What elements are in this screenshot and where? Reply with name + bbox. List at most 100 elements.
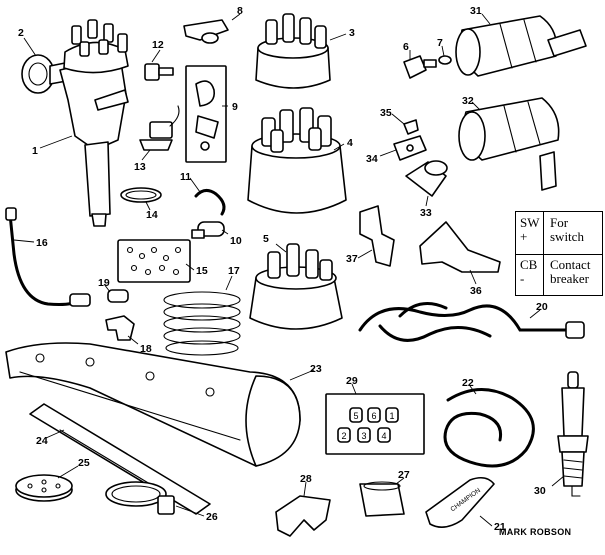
distributor-cap-large <box>247 107 347 214</box>
callout-22: 22 <box>462 377 474 389</box>
callout-37: 37 <box>346 253 358 265</box>
callout-16: 16 <box>36 237 48 249</box>
legend-desc-for: For <box>550 215 569 230</box>
coil-boot <box>405 160 448 197</box>
callout-2: 2 <box>18 27 24 39</box>
legend-code-plus: + <box>520 229 528 244</box>
distributor-cap-small <box>255 13 331 89</box>
terminal-screw <box>144 63 174 81</box>
lead-marker-card: 5 6 1 2 3 4 <box>325 393 425 455</box>
sleeve <box>107 289 129 303</box>
ignition-coil-lower <box>458 97 560 191</box>
callout-10: 10 <box>230 235 242 247</box>
callout-17: 17 <box>228 265 240 277</box>
plug-boot: CHAMPION <box>425 476 495 528</box>
callout-32: 32 <box>462 95 474 107</box>
distributor-cap-lower <box>249 243 343 330</box>
callout-12: 12 <box>152 39 164 51</box>
legend-desc-breaker: breaker <box>550 271 589 286</box>
coil-nut <box>403 55 452 79</box>
callout-28: 28 <box>300 473 312 485</box>
lead-marker-number: 1 <box>390 411 395 421</box>
bracket-plate <box>419 221 501 273</box>
ht-lead-loop <box>443 388 535 468</box>
callout-35: 35 <box>380 107 392 119</box>
legend-code: SW + <box>520 216 542 244</box>
ht-lead-set <box>358 302 585 342</box>
leader-lines <box>13 13 565 527</box>
callout-6: 6 <box>403 41 409 53</box>
callout-3: 3 <box>349 27 355 39</box>
callout-7: 7 <box>437 37 443 49</box>
callout-26: 26 <box>206 511 218 523</box>
callout-29: 29 <box>346 375 358 387</box>
capacitor <box>139 105 180 151</box>
callout-20: 20 <box>536 301 548 313</box>
heat-shield <box>5 342 301 467</box>
ignition-coil-upper <box>455 15 587 77</box>
callout-11: 11 <box>180 171 191 183</box>
lead-marker <box>349 407 363 423</box>
legend-code-cb: CB <box>520 257 538 272</box>
lead-marker-number: 4 <box>382 431 387 441</box>
callout-31: 31 <box>470 5 482 17</box>
coil-bracket <box>359 205 395 267</box>
lead-marker <box>337 427 351 443</box>
condenser <box>191 189 226 239</box>
tacho-cable <box>5 207 91 307</box>
artist-credit: MARK ROBSON <box>499 527 572 537</box>
callout-14: 14 <box>146 209 158 221</box>
legend-row-switch: SW + For switch <box>516 212 602 255</box>
contact-set <box>185 65 227 163</box>
callout-4: 4 <box>347 137 353 149</box>
callout-25: 25 <box>78 457 90 469</box>
callout-30: 30 <box>534 485 546 497</box>
lead-marker <box>357 427 371 443</box>
legend-code: CB - <box>520 258 542 286</box>
callout-9: 9 <box>232 101 238 113</box>
legend-desc-contact: Contact <box>550 257 591 272</box>
legend-row-contact-breaker: CB - Contact breaker <box>516 254 602 296</box>
callout-8: 8 <box>237 5 243 17</box>
coil-connector <box>393 135 427 161</box>
spark-plug <box>557 371 589 497</box>
terminal-legend: SW + For switch CB - Contact breaker <box>515 211 603 296</box>
elbow-connector <box>105 315 135 341</box>
callout-19: 19 <box>98 277 110 289</box>
callout-23: 23 <box>310 363 322 375</box>
legend-desc: Contact breaker <box>550 258 602 286</box>
legend-code-minus: - <box>520 271 525 286</box>
clip <box>403 119 419 135</box>
distributor-assembly <box>21 19 129 227</box>
lead-marker <box>367 407 381 423</box>
callout-1: 1 <box>32 145 38 157</box>
callout-24: 24 <box>36 435 48 447</box>
callout-33: 33 <box>420 207 432 219</box>
lead-marker-number: 2 <box>342 431 347 441</box>
u-bracket <box>275 495 331 537</box>
lead-marker-number: 6 <box>372 411 377 421</box>
tube <box>29 403 211 515</box>
callout-5: 5 <box>263 233 269 245</box>
o-ring <box>120 187 162 203</box>
legend-desc: For switch <box>550 216 602 244</box>
clamp <box>105 481 175 515</box>
legend-code-sw: SW <box>520 215 540 230</box>
rotor-arm <box>183 19 229 44</box>
callout-21: 21 <box>494 521 506 533</box>
lead-marker <box>385 407 399 423</box>
lead-marker <box>377 427 391 443</box>
callout-34: 34 <box>366 153 378 165</box>
callout-labels: 1 2 3 4 5 6 7 8 9 10 11 12 13 14 15 16 1… <box>18 5 548 533</box>
callout-36: 36 <box>470 285 482 297</box>
lead-marker-number: 5 <box>354 411 359 421</box>
lead-marker-number: 3 <box>362 431 367 441</box>
grommet-card <box>117 239 191 283</box>
callout-13: 13 <box>134 161 146 173</box>
rubber-cap <box>359 481 405 517</box>
callout-27: 27 <box>398 469 410 481</box>
callout-15: 15 <box>196 265 208 277</box>
callout-18: 18 <box>140 343 152 355</box>
